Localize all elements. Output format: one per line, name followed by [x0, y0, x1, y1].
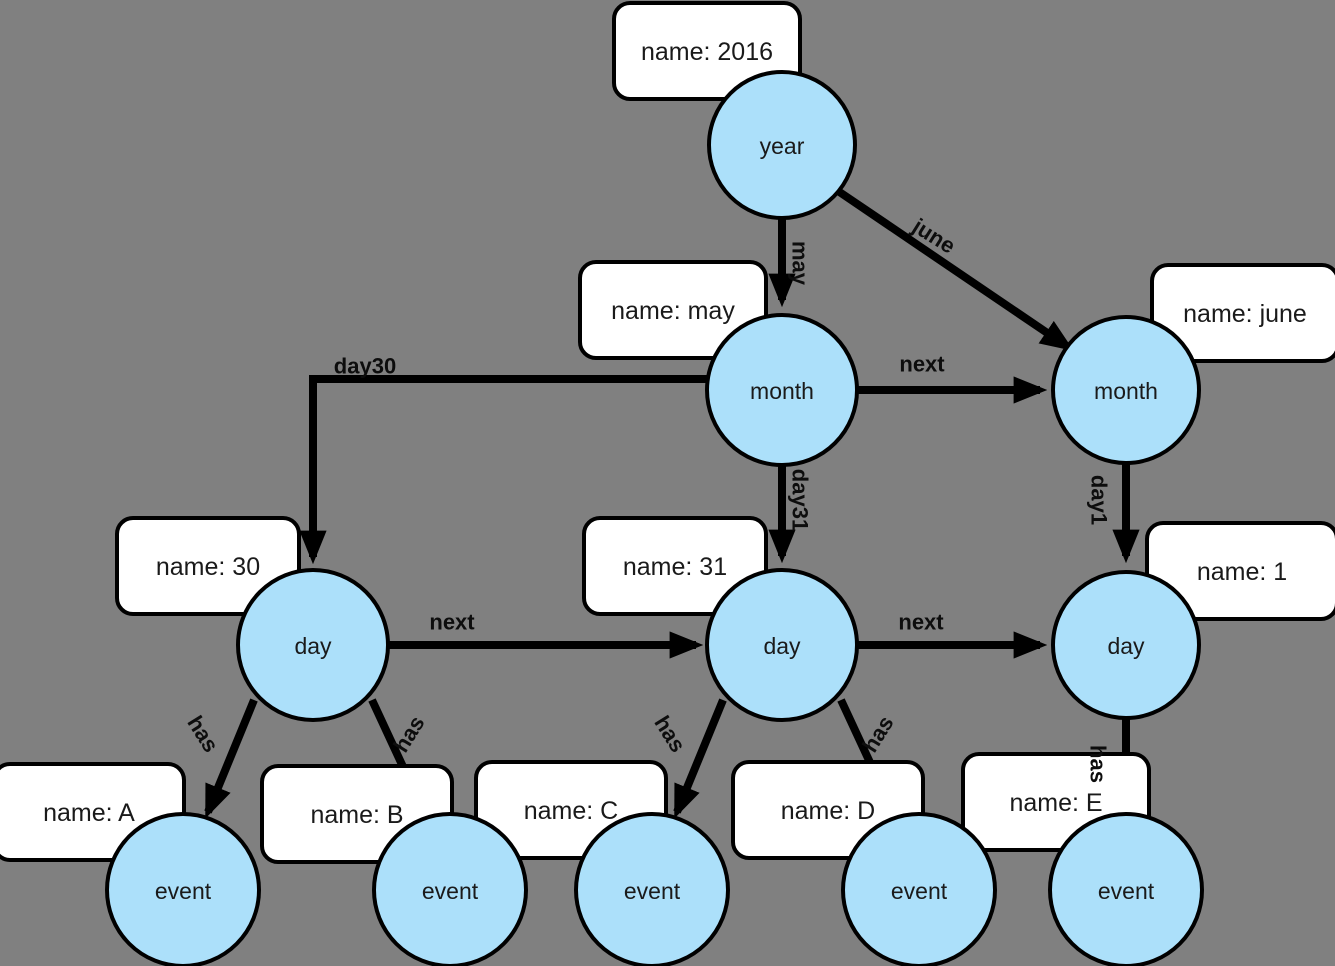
- graph-node-day1[interactable]: day: [1051, 570, 1201, 720]
- edge-label-edge-hasC: has: [649, 711, 690, 756]
- property-box-rect: [612, 1, 802, 101]
- property-box-label: name: 2016: [641, 38, 773, 66]
- property-box-label: name: A: [43, 799, 135, 827]
- property-boxes-layer: name: 2016 name: may name: june name: 30 nam…: [0, 1, 1335, 864]
- property-box-label: name: may: [611, 297, 735, 325]
- property-box-label: name: E: [1009, 789, 1102, 817]
- edge-label-edge-next-3: next: [898, 610, 944, 635]
- edge-label-edge-next-2: next: [429, 610, 475, 635]
- node-label: day: [1107, 633, 1145, 659]
- property-box-label: name: C: [524, 797, 618, 825]
- node-circle[interactable]: [705, 313, 859, 467]
- node-label: month: [750, 378, 814, 404]
- edge-label-edge-day31: day31: [788, 469, 813, 531]
- edge-day30-to-eventA: [204, 698, 258, 819]
- graph-node-eventA[interactable]: event: [105, 812, 261, 966]
- node-label: day: [763, 633, 801, 659]
- node-label: month: [1094, 378, 1158, 404]
- node-circle[interactable]: [705, 568, 859, 722]
- property-box-label: name: D: [781, 797, 875, 825]
- node-circle[interactable]: [236, 568, 390, 722]
- property-box-rect: [578, 260, 768, 360]
- edge-year2016-to-monthJune: [835, 187, 1074, 352]
- edge-day31-to-eventC: [673, 698, 727, 819]
- node-label: year: [760, 133, 805, 159]
- graph-node-monthMay[interactable]: month: [705, 313, 859, 467]
- edge-label-edge-hasE: has: [1086, 745, 1111, 783]
- property-box-label: name: june: [1183, 300, 1307, 328]
- property-box: name: may: [578, 260, 768, 360]
- node-circle[interactable]: [105, 812, 261, 966]
- property-box-rect: [1145, 521, 1335, 621]
- property-box: name: june: [1150, 263, 1335, 363]
- node-circle[interactable]: [1048, 812, 1204, 966]
- graph-node-monthJune[interactable]: month: [1051, 315, 1201, 465]
- edge-label-edge-day30: day30: [334, 354, 396, 379]
- node-circle[interactable]: [574, 812, 730, 966]
- edge-label-edge-next-1: next: [899, 352, 945, 377]
- node-circle[interactable]: [707, 70, 857, 220]
- graph-node-year2016[interactable]: year: [707, 70, 857, 220]
- node-circle[interactable]: [1051, 570, 1201, 720]
- node-label: event: [624, 878, 681, 904]
- property-box: name: 30: [115, 516, 301, 616]
- graph-node-day30[interactable]: day: [236, 568, 390, 722]
- edge-monthMay-to-day30: [299, 375, 707, 565]
- graph-node-eventD[interactable]: event: [841, 812, 997, 966]
- node-label: event: [891, 878, 948, 904]
- property-box-rect: [582, 516, 768, 616]
- node-label: day: [294, 633, 332, 659]
- node-circle[interactable]: [841, 812, 997, 966]
- graph-node-day31[interactable]: day: [705, 568, 859, 722]
- graph-node-eventE[interactable]: event: [1048, 812, 1204, 966]
- property-box-rect: [115, 516, 301, 616]
- property-box: name: 2016: [612, 1, 802, 101]
- property-box-label: name: B: [310, 801, 403, 829]
- edge-label-edge-hasA: has: [182, 711, 223, 756]
- property-box-label: name: 1: [1197, 558, 1287, 586]
- graph-node-eventB[interactable]: event: [372, 812, 528, 966]
- nodes-layer: year month month day day day event event event ev…: [105, 70, 1204, 966]
- node-label: event: [422, 878, 479, 904]
- edge-label-edge-may: may: [788, 241, 813, 286]
- graph-node-eventC[interactable]: event: [574, 812, 730, 966]
- node-label: event: [1098, 878, 1155, 904]
- edge-label-edge-day1: day1: [1087, 475, 1112, 525]
- property-box-label: name: 31: [623, 553, 727, 581]
- property-box: name: 1: [1145, 521, 1335, 621]
- node-circle[interactable]: [372, 812, 528, 966]
- node-label: event: [155, 878, 212, 904]
- property-box-label: name: 30: [156, 553, 260, 581]
- property-box-rect: [1150, 263, 1335, 363]
- node-circle[interactable]: [1051, 315, 1201, 465]
- property-box: name: 31: [582, 516, 768, 616]
